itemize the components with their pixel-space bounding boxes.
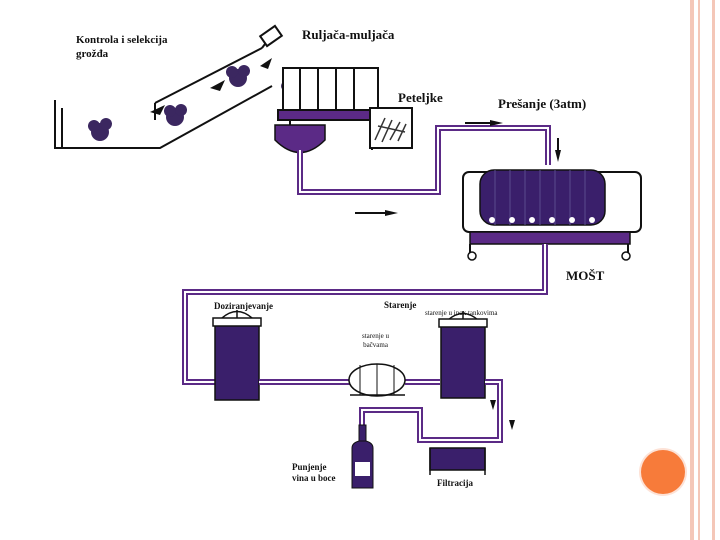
border-stripe-outer xyxy=(690,0,694,540)
border-stripe-inner xyxy=(698,0,700,540)
press-machine xyxy=(462,169,642,261)
wine-bottle xyxy=(351,424,374,489)
accent-circle xyxy=(641,450,685,494)
filtration-label: Filtracija xyxy=(437,478,473,488)
bottling-label: Punjenje vina u boce xyxy=(292,462,336,484)
must-label: MOŠT xyxy=(566,268,605,283)
border-stripe-edge xyxy=(712,0,715,540)
aging-sub-label: starenje u inox tankovima xyxy=(425,309,498,317)
dosing-tank xyxy=(212,310,262,401)
barrel xyxy=(348,363,406,397)
sorting-conveyor xyxy=(54,24,284,149)
aging-label: Starenje xyxy=(384,300,417,310)
stems-label: Peteljke xyxy=(398,90,443,105)
dosing-label: Doziranjevanje xyxy=(214,301,273,311)
conveyor-arrows xyxy=(150,58,272,115)
filter-unit xyxy=(429,447,486,475)
barrel-label: starenje u bačvama xyxy=(362,332,390,349)
control-label: Kontrola i selekcija grožđa xyxy=(76,34,168,60)
press-label: Prešanje (3atm) xyxy=(498,96,587,111)
pipe-arrows xyxy=(355,120,561,216)
aging-tank xyxy=(438,311,488,399)
crusher-label: Ruljača-muljača xyxy=(302,27,395,42)
stems-bin xyxy=(369,107,413,149)
